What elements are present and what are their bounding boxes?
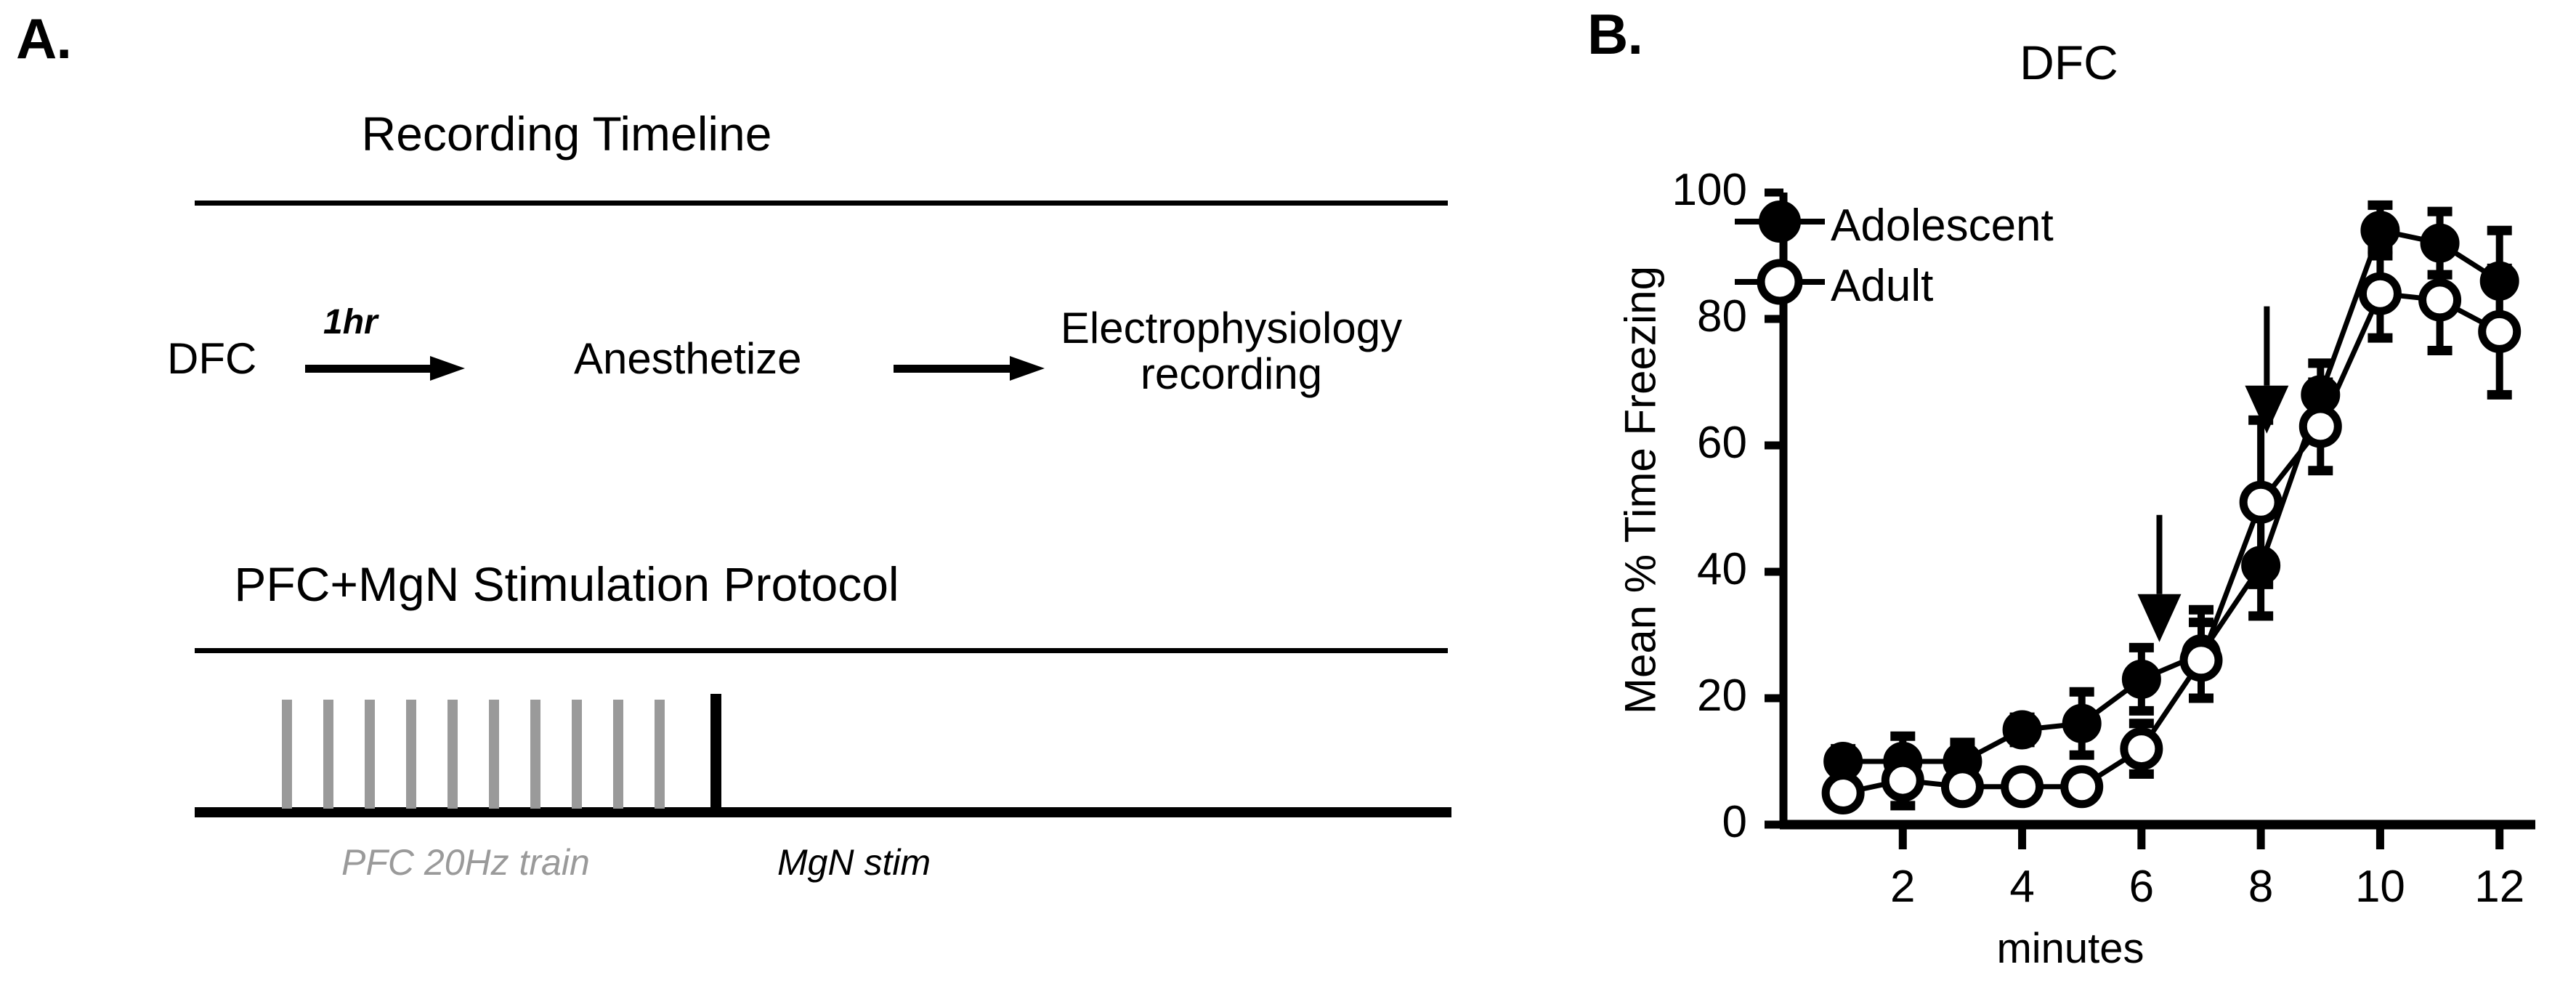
stimulation-train-diagram [195, 679, 1451, 817]
legend-marker-adolescent [1759, 201, 1801, 243]
stimulation-baseline [195, 807, 1451, 817]
flow-node-electrophysiology-recording: Electrophysiology recording [1060, 304, 1403, 398]
marker-filled-adolescent [2479, 261, 2519, 301]
marker-open-adult [1940, 765, 1984, 809]
marker-filled-adolescent [2121, 659, 2161, 699]
marker-open-adult [2179, 639, 2223, 682]
marker-open-adult [2001, 765, 2044, 809]
y-axis-tick-label: 40 [1697, 544, 1747, 594]
y-axis-tick-label: 80 [1697, 291, 1747, 341]
chart-plot-area: Mean % Time Freezing minutes Adolescent … [1562, 0, 2576, 999]
x-axis-tick-label: 8 [2248, 862, 2274, 912]
marker-open-adult [2478, 310, 2522, 353]
marker-open-adult [1881, 759, 1924, 802]
flow-node-anesthetize: Anesthetize [574, 334, 802, 383]
marker-filled-adolescent [2241, 546, 2281, 586]
pfc-pulse-bar [447, 700, 458, 809]
flow-arrow-right-icon-2 [894, 356, 1046, 381]
pfc-train-caption: PFC 20Hz train [341, 842, 590, 883]
marker-open-adult [2418, 278, 2462, 322]
x-axis-tick-label: 2 [1890, 862, 1916, 912]
flow-node-dfc: DFC [167, 334, 257, 383]
marker-open-adult [1821, 772, 1865, 814]
x-axis-tick-label: 10 [2354, 862, 2405, 912]
x-axis-tick-label: 12 [2474, 862, 2525, 912]
marker-filled-adolescent [2002, 710, 2042, 750]
pfc-pulse-bar [572, 700, 582, 809]
arrow-minute-6-head [2137, 594, 2182, 642]
flow-arrow-right-icon-1 [305, 356, 465, 381]
pfc-pulse-bar [323, 700, 333, 809]
pfc-pulse-bar [489, 700, 499, 809]
legend-marker-adult [1757, 259, 1803, 305]
arrow-minute-8-head [2245, 385, 2289, 434]
pfc-pulse-bar [655, 700, 665, 809]
y-axis-tick-label: 60 [1697, 418, 1747, 468]
marker-open-adult [2358, 272, 2402, 315]
x-axis-tick-label: 6 [2129, 862, 2155, 912]
stimulation-protocol-rule [195, 648, 1448, 653]
pfc-pulse-bar [365, 700, 375, 809]
pfc-pulse-bar [613, 700, 623, 809]
panel-a: A. Recording Timeline DFC 1hr Anesthetiz… [16, 7, 1475, 883]
marker-filled-adolescent [2360, 211, 2400, 251]
series-line-adult [1842, 291, 2501, 796]
marker-filled-adolescent [2420, 223, 2460, 263]
pfc-pulse-bar [282, 700, 292, 809]
pfc-pulse-bar [530, 700, 540, 809]
marker-open-adult [2060, 765, 2104, 809]
x-axis-title: minutes [1996, 925, 2144, 972]
stimulation-protocol-title: PFC+MgN Stimulation Protocol [234, 557, 899, 611]
marker-open-adult [2120, 727, 2163, 771]
y-axis-tick-label: 20 [1697, 671, 1747, 721]
recording-timeline-title: Recording Timeline [361, 107, 772, 161]
legend-label-adolescent: Adolescent [1831, 201, 2054, 251]
marker-filled-adolescent [2062, 703, 2102, 743]
mgn-stim-bar [710, 694, 721, 809]
marker-open-adult [2298, 405, 2342, 448]
panel-b-label: B. [1587, 2, 1643, 66]
marker-open-adult [2239, 480, 2283, 524]
mgn-stim-caption: MgN stim [777, 842, 931, 883]
recording-timeline-rule [195, 201, 1448, 206]
chart-svg [1735, 188, 2535, 849]
y-axis-tick-label: 0 [1722, 797, 1747, 847]
chart-title: DFC [2020, 36, 2118, 89]
pfc-pulse-bar [406, 700, 416, 809]
y-axis-tick-label: 100 [1672, 165, 1747, 215]
legend-label-adult: Adult [1831, 261, 1934, 311]
x-axis-tick-label: 4 [2009, 862, 2035, 912]
flow-interval-label: 1hr [323, 303, 378, 341]
series-line-adolescent [1843, 227, 2501, 764]
panel-a-label: A. [16, 7, 72, 70]
panel-b: B. DFC Mean % Time Freezing minutes Adol… [1562, 0, 2576, 999]
recording-timeline-flow: DFC 1hr Anesthetize Electrophysiology re… [167, 291, 1475, 450]
